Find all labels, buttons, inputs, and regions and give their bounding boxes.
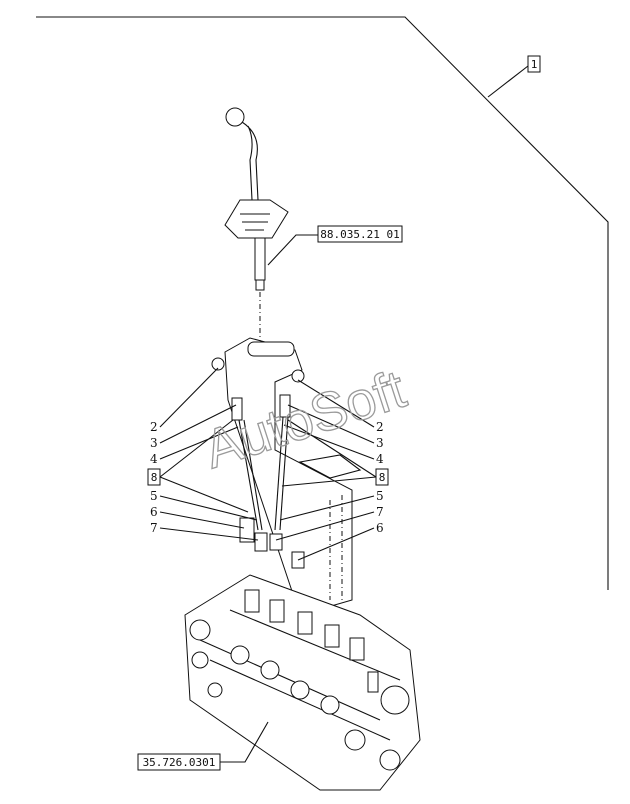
- callout-right-4: 4: [376, 452, 384, 466]
- frame-line: [36, 16, 609, 590]
- leader-right-group-b: [281, 476, 377, 487]
- ref-box-right-group-label: 8: [379, 471, 386, 484]
- callout-left-5: 5: [150, 489, 158, 503]
- leader-right-group-a: [287, 419, 377, 478]
- callout-right-5: 5: [376, 489, 384, 503]
- callouts-left: 2 3 4 5 6 7: [150, 420, 158, 535]
- ref-box-top[interactable]: [527, 55, 541, 73]
- ref-box-left-group-label: 8: [151, 471, 158, 484]
- ref-box-valve[interactable]: [137, 753, 221, 771]
- ref-box-lever-label: 88.035.21 01: [320, 228, 399, 241]
- leader-top: [487, 65, 529, 98]
- callout-right-2: 2: [376, 420, 384, 434]
- callout-right-6: 6: [376, 521, 384, 535]
- callout-right-3: 3: [376, 436, 384, 450]
- callout-left-leaders: [159, 367, 259, 541]
- leader-lever: [267, 234, 318, 266]
- control-valve: [184, 574, 421, 791]
- callout-left-3: 3: [150, 436, 158, 450]
- callout-left-7: 7: [150, 521, 158, 535]
- control-lever: [224, 107, 289, 291]
- callout-left-6: 6: [150, 505, 158, 519]
- ref-box-valve-label: 35.726.0301: [143, 756, 216, 769]
- ref-box-top-label: 1: [531, 58, 538, 71]
- callout-right-leaders: [275, 379, 375, 561]
- leader-valve: [220, 721, 269, 763]
- callout-left-4: 4: [150, 452, 158, 466]
- leader-left-group-b: [159, 476, 249, 513]
- callout-right-7: 7: [376, 505, 384, 519]
- callout-left-2: 2: [150, 420, 158, 434]
- callouts-right: 2 3 4 5 7 6: [376, 420, 384, 535]
- ref-box-lever[interactable]: [317, 225, 403, 243]
- leader-left-group-a: [159, 419, 234, 478]
